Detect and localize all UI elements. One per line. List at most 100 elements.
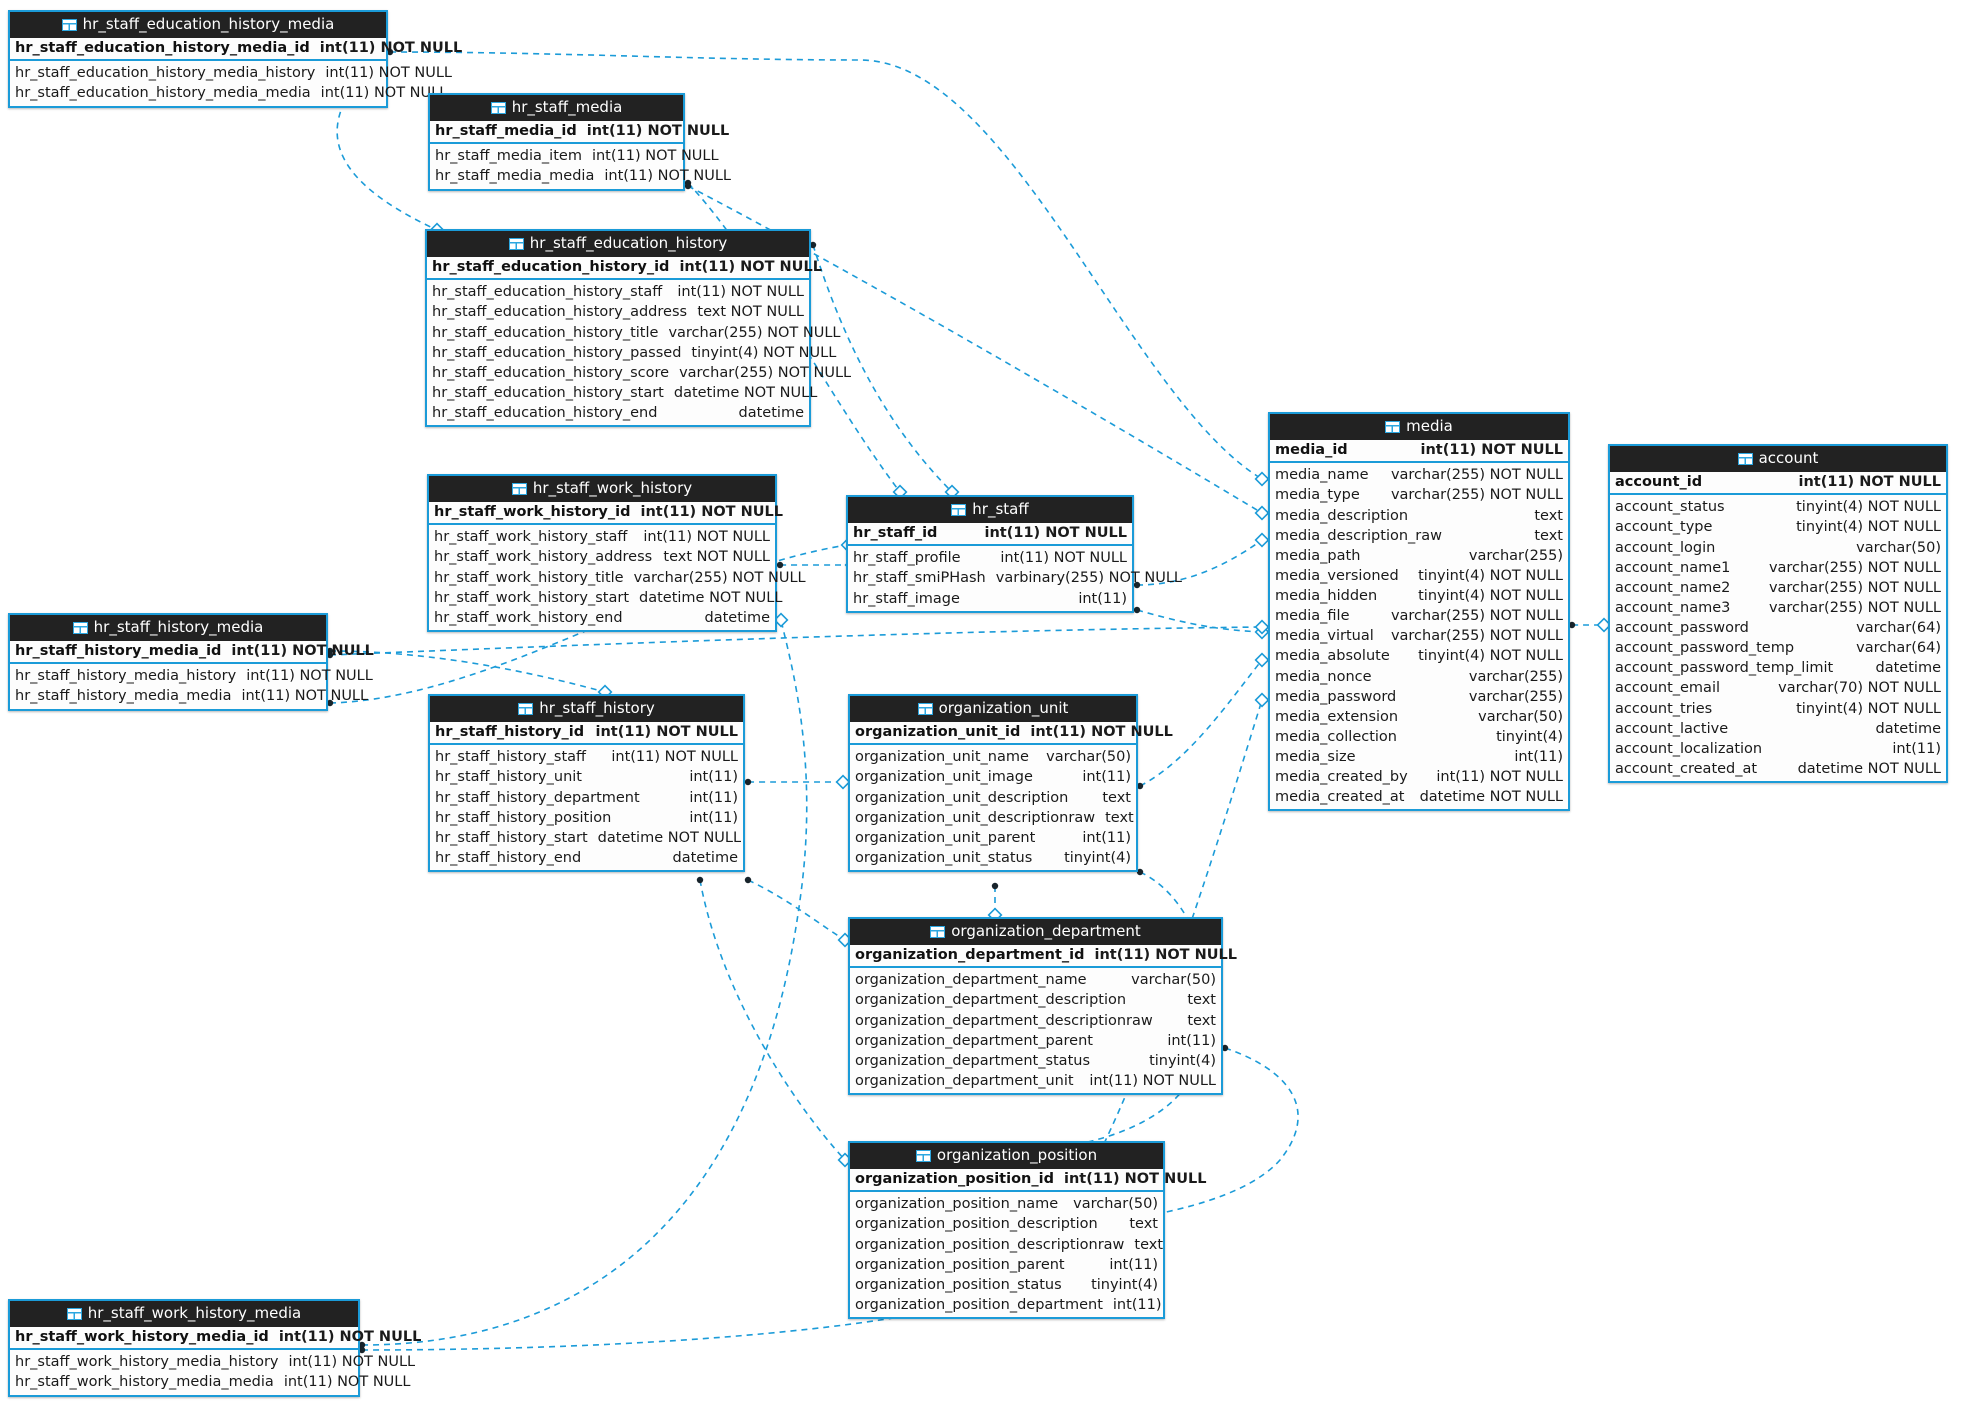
table-header-hr_staff_history_media[interactable]: hr_staff_history_media bbox=[10, 615, 326, 642]
table-header-organization_position[interactable]: organization_position bbox=[850, 1143, 1163, 1170]
table-header-hr_staff[interactable]: hr_staff bbox=[848, 497, 1132, 524]
column-row[interactable]: hr_staff_education_history_media_history… bbox=[10, 63, 452, 83]
table-header-media[interactable]: media bbox=[1270, 414, 1568, 441]
table-header-hr_staff_history[interactable]: hr_staff_history bbox=[430, 696, 743, 723]
table-header-organization_unit[interactable]: organization_unit bbox=[850, 696, 1136, 723]
table-header-hr_staff_education_history_media[interactable]: hr_staff_education_history_media bbox=[10, 12, 386, 39]
table-header-hr_staff_work_history_media[interactable]: hr_staff_work_history_media bbox=[10, 1301, 358, 1328]
table-header-organization_department[interactable]: organization_department bbox=[850, 919, 1221, 946]
table-header-hr_staff_education_history[interactable]: hr_staff_education_history bbox=[427, 231, 809, 258]
table-header-hr_staff_media[interactable]: hr_staff_media bbox=[430, 95, 683, 122]
table-header-account[interactable]: account bbox=[1610, 446, 1946, 473]
